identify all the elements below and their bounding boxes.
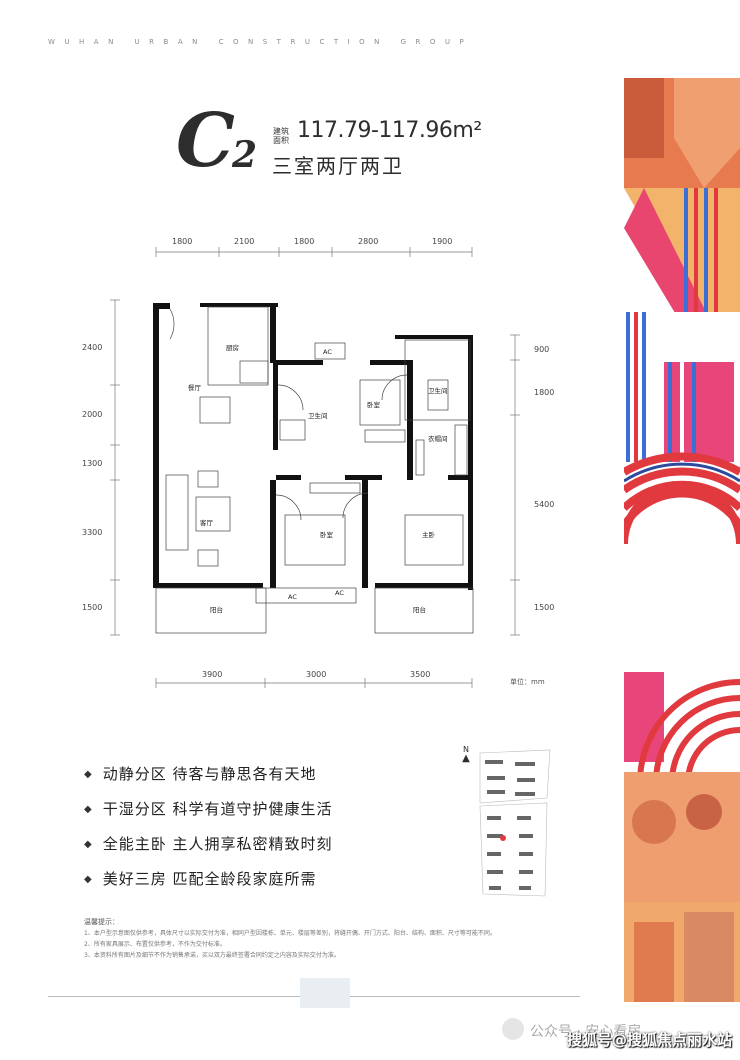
diamond-bullet-icon: ◆ [84, 839, 93, 850]
company-band: WUHAN URBAN CONSTRUCTION GROUP [48, 38, 474, 46]
deco-art-top [624, 78, 740, 328]
dim-bottom-3: 3500 [410, 670, 430, 679]
dim-left-2: 2000 [82, 410, 102, 419]
dim-right-3: 5400 [534, 500, 554, 509]
area-label-top: 建筑 [273, 127, 289, 136]
feature-text: 干湿分区 科学有道守护健康生活 [102, 800, 333, 818]
dim-top-5: 1900 [432, 237, 452, 246]
account-name: 公众号 · 安心看房 [530, 1024, 642, 1040]
compass-arrow-icon: ▲ [462, 753, 470, 764]
notes-line-1: 1、本户型示意图仅供参考，具体尺寸以实际交付为准，相同户型因楼栋、单元、楼层等差… [84, 930, 496, 937]
room-balcony-left: 阳台 [210, 605, 223, 614]
dim-right-4: 1500 [534, 603, 554, 612]
dim-top-2: 2100 [234, 237, 254, 246]
area-label-bottom: 面积 [273, 136, 289, 145]
notes: 温馨提示： 1、本户型示意图仅供参考，具体尺寸以实际交付为准，相同户型因楼栋、单… [84, 917, 614, 961]
diamond-bullet-icon: ◆ [84, 874, 93, 885]
room-bath-1: 卫生间 [308, 411, 328, 420]
dim-left-4: 3300 [82, 528, 102, 537]
compass-label: N [463, 745, 469, 754]
room-ac-3: AC [335, 589, 344, 597]
unit-type-number: 2 [232, 134, 258, 176]
room-ac-1: AC [323, 348, 332, 356]
area-label: 建筑 面积 [273, 127, 293, 145]
deco-panel-bottom [624, 672, 740, 1002]
deco-panel-top [624, 78, 740, 328]
room-dining: 餐厅 [188, 383, 202, 392]
dim-bottom-2: 3000 [306, 670, 326, 679]
diamond-bullet-icon: ◆ [84, 769, 93, 780]
dim-bottom-1: 3900 [202, 670, 222, 679]
deco-art-bottom [624, 672, 740, 1002]
room-bedroom-mid: 卧室 [320, 530, 334, 539]
deco-panel-stripes [624, 312, 740, 562]
room-ac-2: AC [288, 593, 297, 601]
dim-right-1: 900 [534, 345, 549, 354]
feature-text: 美好三房 匹配全龄段家庭所需 [102, 870, 317, 888]
dim-top-4: 2800 [358, 237, 378, 246]
diamond-bullet-icon: ◆ [84, 804, 93, 815]
feature-2: ◆ 干湿分区 科学有道守护健康生活 [84, 798, 332, 819]
room-balcony-right: 阳台 [413, 605, 426, 614]
dim-left-3: 1300 [82, 459, 102, 468]
feature-text: 全能主卧 主人拥享私密精致时刻 [102, 835, 333, 853]
dim-left-1: 2400 [82, 343, 102, 352]
area-value: 117.79-117.96m² [297, 118, 482, 143]
dim-right-2: 1800 [534, 388, 554, 397]
watermark: 搜狐号@搜狐焦点丽水站 [566, 1031, 732, 1049]
dim-top-3: 1800 [294, 237, 314, 246]
floor-plan: 1800 2100 1800 2800 1900 3900 3000 3500 … [82, 237, 554, 688]
compass: N ▲ [460, 745, 472, 764]
key-plan [479, 749, 551, 897]
room-kitchen: 厨房 [226, 343, 239, 352]
room-bath-2: 卫生间 [428, 386, 448, 395]
layout-name: 三室两厅两卫 [272, 154, 404, 178]
feature-text: 动静分区 待客与静思各有天地 [102, 765, 317, 783]
unit-type-letter: C [176, 98, 235, 184]
feature-3: ◆ 全能主卧 主人拥享私密精致时刻 [84, 833, 332, 854]
bottom-thumbnail [300, 978, 350, 1008]
unit-note: 单位：mm [510, 678, 545, 686]
room-living: 客厅 [200, 518, 214, 527]
feature-1: ◆ 动静分区 待客与静思各有天地 [84, 763, 316, 784]
notes-line-3: 3、本资料所有图片及细节不作为销售承诺，买以双方最终签署合同约定之内容及实际交付… [84, 952, 340, 959]
feature-4: ◆ 美好三房 匹配全龄段家庭所需 [84, 868, 316, 889]
dim-left-5: 1500 [82, 603, 102, 612]
notes-title: 温馨提示： [84, 918, 119, 926]
notes-line-2: 2、所有家具展示、布置仅供参考，不作为交付标准。 [84, 941, 226, 948]
room-master: 主卧 [422, 530, 436, 539]
dim-top-1: 1800 [172, 237, 192, 246]
deco-art-stripes [624, 312, 740, 545]
room-bedroom-top: 卧室 [367, 400, 381, 409]
room-closet: 衣帽间 [428, 434, 448, 443]
account-avatar-icon [502, 1018, 524, 1040]
